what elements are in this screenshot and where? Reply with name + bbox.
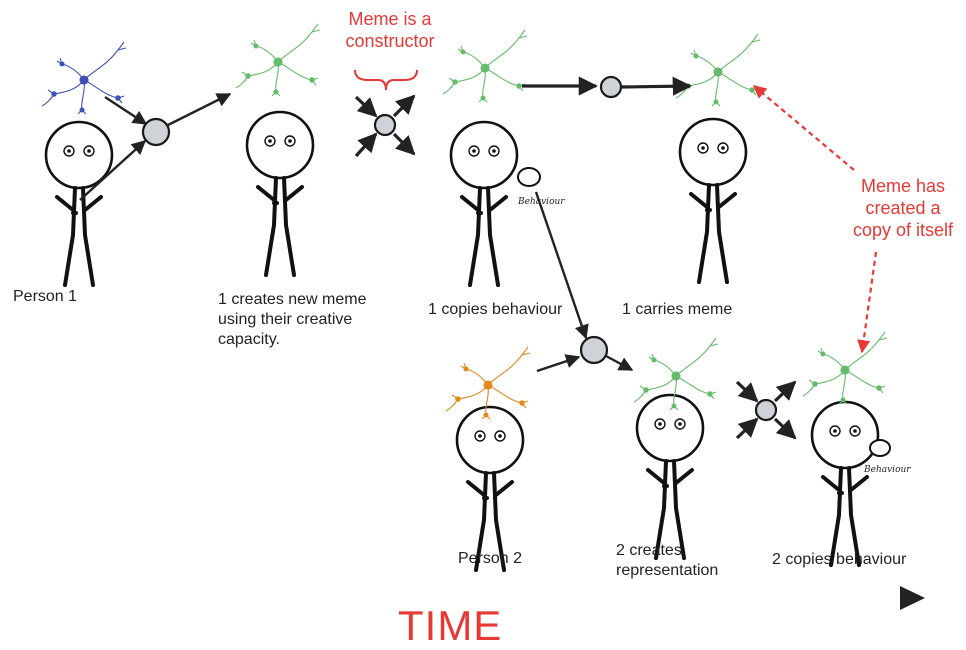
caption-copies-behaviour-2: 2 copies behaviour [772, 551, 907, 568]
copy-note-line: Meme has [860, 176, 946, 196]
arrow [621, 76, 692, 96]
caption-line: 1 creates new meme [218, 291, 367, 308]
copy-arrow-down [857, 251, 878, 354]
time-arrowhead [900, 586, 925, 610]
person-1-creating-figure [235, 23, 321, 277]
copy-note-line: created a [865, 198, 941, 218]
combination-node-2 [579, 335, 609, 365]
arrow [167, 92, 232, 127]
caption-creates-meme: 1 creates new meme using their creative … [218, 290, 367, 350]
caption-creates-representation: 2 creates representation [616, 541, 718, 581]
person-1-copying-figure: Behaviour [442, 29, 565, 287]
green-neuron-icon [442, 29, 528, 103]
arrow [536, 354, 581, 373]
caption-carries-meme: 1 carries meme [622, 301, 733, 318]
copy-note-line: copy of itself [852, 220, 954, 240]
arrow [79, 140, 147, 201]
person-2-creating-figure [633, 337, 719, 560]
constructor-note: Meme is a constructor [340, 8, 440, 52]
caption-line: representation [616, 562, 719, 579]
caption-person-2: Person 2 [458, 550, 523, 567]
caption-copies-behaviour-1: 1 copies behaviour [428, 301, 563, 318]
person-1-figure [41, 41, 127, 287]
green-neuron-icon [675, 33, 761, 107]
caption-line: 2 creates [616, 542, 682, 559]
green-neuron-icon [235, 23, 321, 97]
copy-note: Meme has created a copy of itself [838, 175, 966, 241]
constructor-symbol [354, 94, 416, 158]
caption-person-1: Person 1 [13, 288, 78, 305]
behaviour-label-2: Behaviour [863, 465, 911, 475]
arrow [104, 95, 148, 126]
constructor-note-line: constructor [345, 31, 435, 51]
constructor-note-line: Meme is a [348, 9, 432, 29]
transfer-node [599, 75, 623, 99]
green-neuron-icon [802, 331, 888, 405]
caption-line: capacity. [218, 331, 280, 348]
combination-node [141, 117, 171, 147]
person-2-copying-figure: Behaviour [802, 331, 911, 567]
constructor-brace [354, 69, 418, 91]
person-1-carrying-figure [675, 33, 761, 284]
arrow [605, 354, 634, 372]
caption-line: using their creative [218, 311, 353, 328]
behaviour-label-1: Behaviour [517, 197, 565, 207]
constructor-symbol-2 [735, 380, 797, 440]
time-label: TIME [398, 602, 503, 649]
arrow [534, 191, 589, 340]
person-2-figure [445, 346, 531, 572]
copy-arrow-up [752, 85, 855, 171]
